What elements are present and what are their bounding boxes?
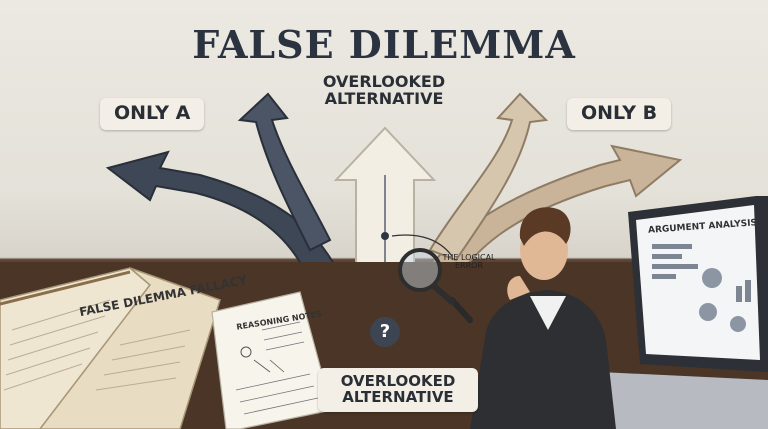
man-figure xyxy=(398,207,616,429)
open-book xyxy=(0,267,221,429)
only-a-upper-arrow xyxy=(237,92,332,252)
overlooked-alternative-top-label: OVERLOOKED ALTERNATIVE xyxy=(322,72,446,108)
logical-error-pointer xyxy=(391,234,453,257)
only-a-label: ONLY A xyxy=(100,98,205,130)
reasoning-notes-sheet xyxy=(211,291,333,429)
magnifying-glass-icon xyxy=(398,248,442,292)
only-b-upper-arrow xyxy=(428,92,549,262)
page-title: FALSE DILEMMA xyxy=(192,22,576,67)
overlooked-alternative-bottom-label: OVERLOOKED ALTERNATIVE xyxy=(318,368,478,412)
laptop-chart xyxy=(652,244,751,332)
only-b-label: ONLY B xyxy=(567,98,672,130)
logical-error-label: THE LOGICAL ERROR xyxy=(442,253,496,271)
laptop xyxy=(590,196,768,429)
path-junction-dot xyxy=(381,232,389,240)
question-mark-icon: ? xyxy=(370,317,400,347)
